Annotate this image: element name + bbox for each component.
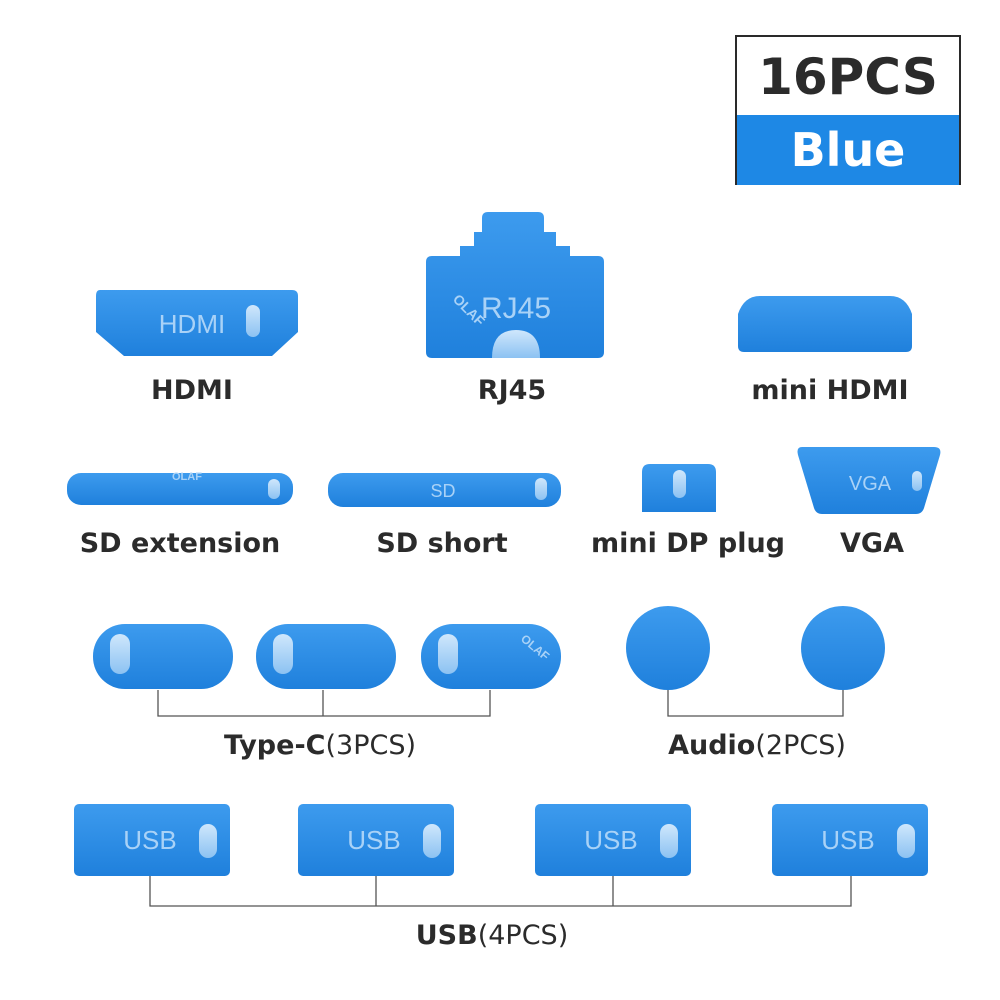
sd-extension-plug: OLAF: [67, 471, 293, 505]
label-rj45: RJ45: [477, 375, 547, 406]
hdmi-emboss: HDMI: [159, 309, 225, 339]
label-audio-group: Audio(2PCS): [668, 730, 846, 761]
usb-plug-1: USB: [74, 804, 230, 876]
audio-plug-2: [801, 606, 885, 690]
hdmi-plug: HDMI: [96, 290, 298, 356]
label-typec-group: Type-C(3PCS): [224, 730, 416, 761]
usb-plug-3: USB: [535, 804, 691, 876]
badge-color-name: Blue: [737, 115, 959, 185]
quantity-badge: 16PCS Blue: [735, 35, 961, 185]
label-mini-hdmi: mini HDMI: [751, 375, 909, 406]
usb-bracket: [149, 876, 852, 907]
svg-text:USB: USB: [347, 825, 400, 855]
sd-emboss: SD: [430, 481, 455, 501]
vga-plug: VGA: [797, 447, 941, 514]
audio-group-name: Audio: [668, 730, 756, 761]
svg-text:USB: USB: [821, 825, 874, 855]
label-usb-group: USB(4PCS): [416, 920, 568, 951]
label-vga: VGA: [840, 528, 904, 559]
usb-group-qty: (4PCS): [477, 920, 569, 951]
usb-plug-4: USB: [772, 804, 928, 876]
typec-bracket: [157, 690, 491, 717]
label-mini-dp: mini DP plug: [591, 528, 785, 559]
audio-plug-1: [626, 606, 710, 690]
typec-group-name: Type-C: [223, 730, 326, 761]
usb-plug-2: USB: [298, 804, 454, 876]
label-sd-extension: SD extension: [79, 528, 281, 559]
svg-text:OLAF: OLAF: [172, 471, 202, 483]
audio-group-qty: (2PCS): [755, 730, 846, 761]
svg-text:USB: USB: [123, 825, 176, 855]
badge-count: 16PCS: [758, 48, 938, 106]
typec-plug-3: OLAF: [421, 624, 561, 689]
label-hdmi: HDMI: [151, 375, 233, 406]
typec-plug-1: [93, 624, 233, 689]
rj45-plug: RJ45 OLAF: [426, 212, 604, 358]
audio-bracket: [667, 690, 844, 717]
typec-group-qty: (3PCS): [325, 730, 417, 761]
sd-short-plug: SD: [328, 473, 561, 507]
mini-hdmi-plug: [738, 296, 912, 352]
typec-plug-2: [256, 624, 396, 689]
mini-dp-plug: [642, 464, 716, 512]
rj45-emboss: RJ45: [481, 292, 551, 325]
vga-emboss: VGA: [849, 473, 892, 495]
label-sd-short: SD short: [376, 528, 508, 559]
usb-group-name: USB: [415, 920, 478, 951]
svg-text:USB: USB: [584, 825, 637, 855]
